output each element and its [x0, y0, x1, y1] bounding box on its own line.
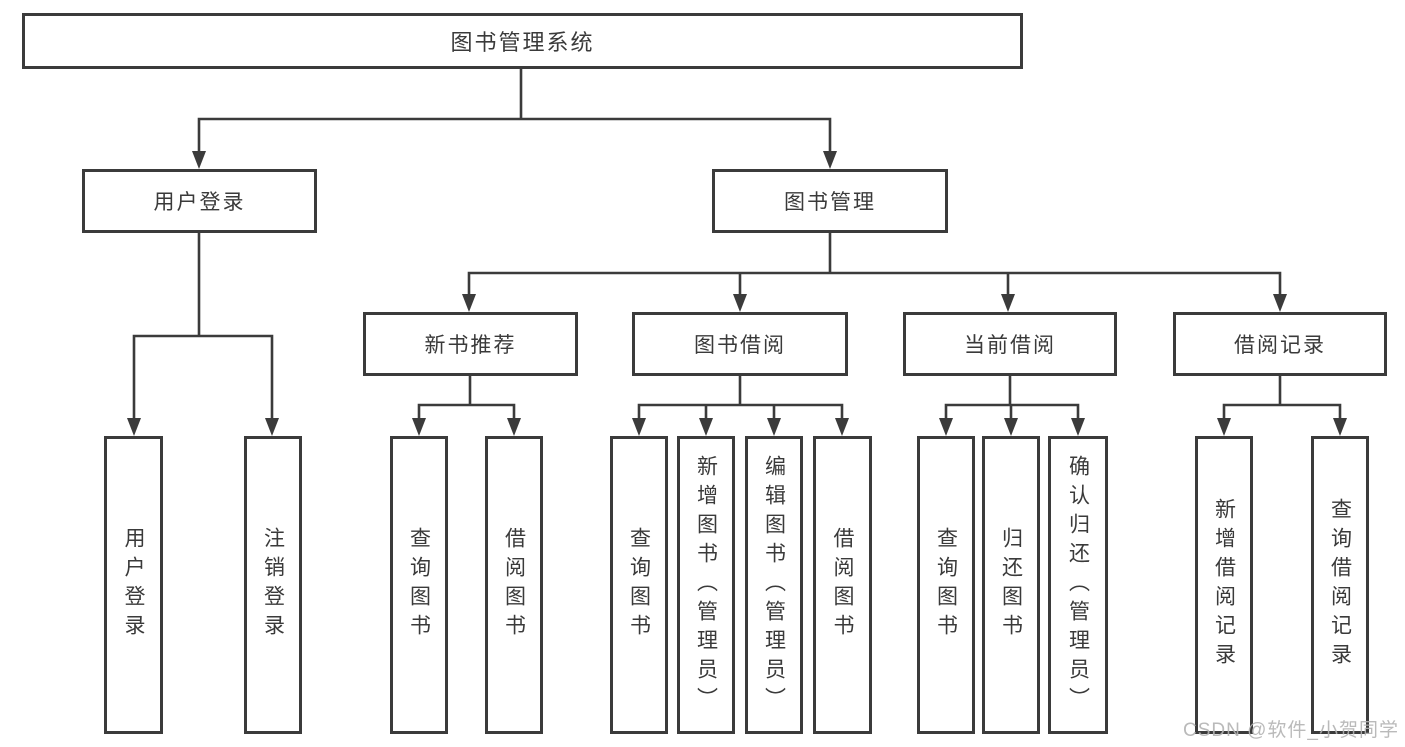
leaf-query-book-recommend: 查询图书 [390, 436, 448, 734]
arrow-down-icon [632, 418, 646, 436]
arrow-down-icon [1217, 418, 1231, 436]
connector-user-login-branch [132, 233, 274, 421]
node-book-management: 图书管理 [712, 169, 948, 233]
arrow-down-icon [1071, 418, 1085, 436]
leaf-query-borrow-record: 查询借阅记录 [1311, 436, 1369, 734]
arrow-down-icon [823, 151, 837, 169]
leaf-edit-book-admin: 编辑图书（管理员） [745, 436, 803, 734]
leaf-query-book-current: 查询图书 [917, 436, 975, 734]
leaf-logout: 注销登录 [244, 436, 302, 734]
node-label: 用户登录 [153, 191, 246, 214]
node-label: 借阅记录 [1234, 334, 1326, 357]
leaf-label: 借阅图书 [831, 527, 854, 643]
leaf-label: 新增图书（管理员） [694, 454, 718, 716]
node-current-borrow: 当前借阅 [903, 312, 1117, 376]
node-library-management-system: 图书管理系统 [22, 13, 1023, 69]
leaf-borrow-book: 借阅图书 [813, 436, 872, 734]
node-borrow-records: 借阅记录 [1173, 312, 1387, 376]
leaf-label: 归还图书 [999, 527, 1023, 643]
node-new-book-recommend: 新书推荐 [363, 312, 578, 376]
node-book-borrow: 图书借阅 [632, 312, 848, 376]
node-label: 当前借阅 [964, 334, 1056, 357]
connector-book-management-branch [467, 233, 1282, 297]
arrow-down-icon [192, 151, 206, 169]
leaf-label: 查询图书 [627, 527, 651, 643]
arrow-down-icon [127, 418, 141, 436]
arrow-down-icon [699, 418, 713, 436]
connector-new-book-branch [417, 376, 516, 421]
arrow-down-icon [1273, 294, 1287, 312]
leaf-label: 用户登录 [122, 527, 145, 643]
arrow-down-icon [462, 294, 476, 312]
node-label: 新书推荐 [424, 334, 517, 357]
leaf-label: 编辑图书（管理员） [762, 454, 786, 716]
leaf-borrow-book-recommend: 借阅图书 [485, 436, 543, 734]
arrow-down-icon [507, 418, 521, 436]
connector-book-borrow-branch [637, 376, 844, 421]
leaf-add-book-admin: 新增图书（管理员） [677, 436, 735, 734]
arrow-down-icon [412, 418, 426, 436]
leaf-label: 查询图书 [934, 527, 958, 643]
leaf-confirm-return-admin: 确认归还（管理员） [1048, 436, 1108, 734]
leaf-label: 注销登录 [261, 527, 285, 643]
arrow-down-icon [835, 418, 849, 436]
node-label: 图书管理系统 [450, 30, 595, 55]
leaf-label: 新增借阅记录 [1212, 498, 1236, 672]
leaf-query-book-borrow: 查询图书 [610, 436, 668, 734]
arrow-down-icon [1004, 418, 1018, 436]
node-label: 图书借阅 [694, 334, 786, 357]
arrow-down-icon [1001, 294, 1015, 312]
connector-root-to-level1 [197, 69, 832, 154]
leaf-label: 查询图书 [407, 527, 431, 643]
leaf-add-borrow-record: 新增借阅记录 [1195, 436, 1253, 734]
node-label: 图书管理 [784, 191, 876, 214]
leaf-label: 确认归还（管理员） [1066, 454, 1090, 716]
connector-current-borrow-branch [944, 376, 1080, 421]
leaf-return-book: 归还图书 [982, 436, 1040, 734]
arrow-down-icon [939, 418, 953, 436]
leaf-label: 借阅图书 [502, 527, 526, 643]
arrow-down-icon [767, 418, 781, 436]
leaf-user-login: 用户登录 [104, 436, 163, 734]
connector-borrow-record-branch [1222, 376, 1342, 421]
arrow-down-icon [733, 294, 747, 312]
node-user-login: 用户登录 [82, 169, 317, 233]
arrow-down-icon [1333, 418, 1347, 436]
leaf-label: 查询借阅记录 [1328, 498, 1352, 672]
arrow-down-icon [265, 418, 279, 436]
csdn-watermark: CSDN @软件_小贺同学 [1183, 720, 1399, 741]
